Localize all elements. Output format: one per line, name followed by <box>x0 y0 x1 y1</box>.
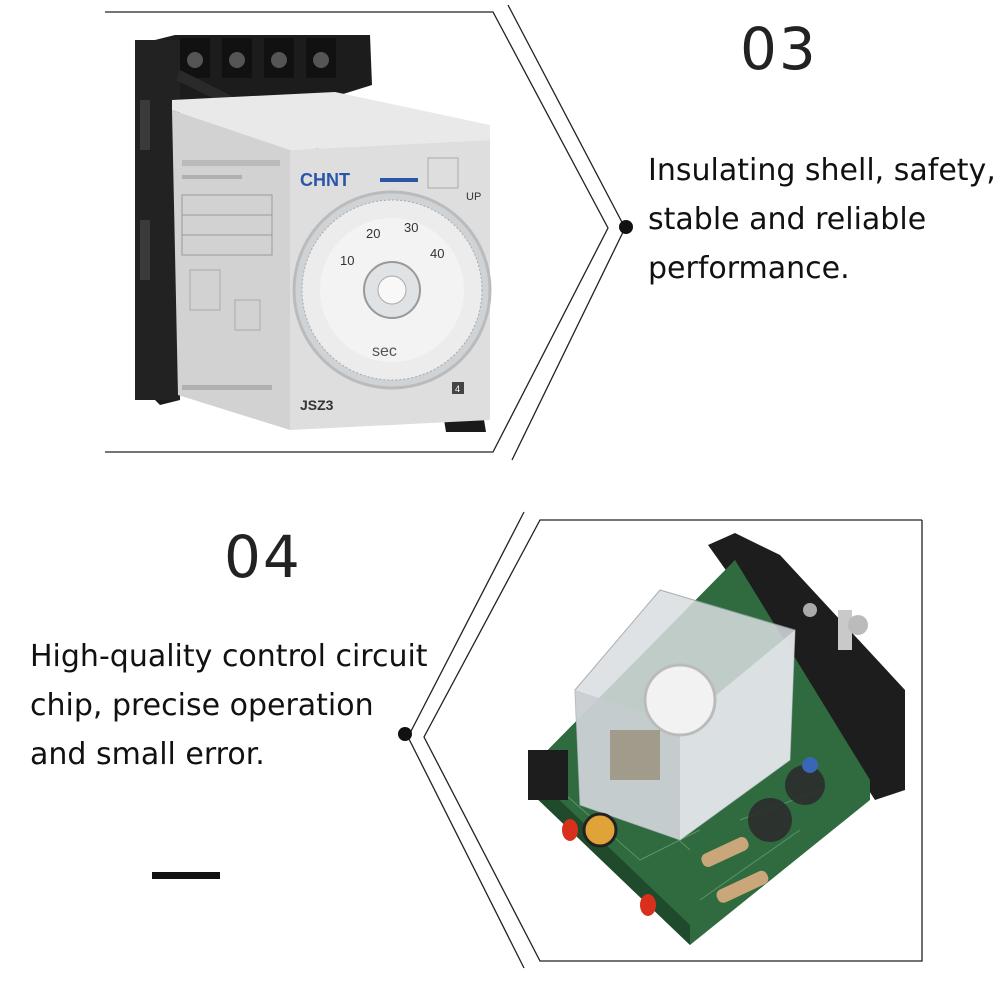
relay-brand: CHNT <box>300 170 350 190</box>
section-03-line: stable and reliable <box>648 202 927 237</box>
dial-unit: sec <box>372 343 397 360</box>
relay-top <box>172 92 490 150</box>
relay-terminal: 4 <box>455 384 460 394</box>
relay-spec-label <box>181 160 280 390</box>
relay-shell <box>172 110 290 430</box>
section-04-line: chip, precise operation <box>30 688 374 723</box>
section-04-line: High-quality control circuit <box>30 639 428 674</box>
capacitor <box>748 798 792 842</box>
section-03-number: 03 <box>740 15 818 83</box>
section-04-number: 04 <box>224 523 302 591</box>
section-03-line: Insulating shell, safety, <box>648 153 996 188</box>
dial-mark-20: 20 <box>366 226 380 241</box>
decorative-dash <box>152 872 220 879</box>
relay-up-label: UP <box>466 191 481 203</box>
frame-04-outer <box>423 519 923 962</box>
switch-component <box>528 750 568 800</box>
dial-mark-30: 30 <box>404 220 418 235</box>
relay-component <box>574 589 796 841</box>
bullet-dot-04 <box>398 727 412 741</box>
frame-03-outer <box>105 11 609 453</box>
led-red-2 <box>640 894 656 916</box>
section-04-description: High-quality control circuit chip, preci… <box>30 632 428 779</box>
section-04-line: and small error. <box>30 737 265 772</box>
dial-mark-10: 10 <box>340 253 354 268</box>
relay-model: JSZ3 <box>300 397 334 413</box>
potentiometer <box>582 812 618 848</box>
dial-mark-40: 40 <box>430 246 444 261</box>
bullet-dot-03 <box>619 220 633 234</box>
led-red-1 <box>562 819 578 841</box>
section-03-description: Insulating shell, safety, stable and rel… <box>648 146 996 293</box>
relay-dial: 20 30 40 10 sec <box>292 190 492 390</box>
resistors <box>701 837 769 903</box>
section-03-line: performance. <box>648 251 850 286</box>
